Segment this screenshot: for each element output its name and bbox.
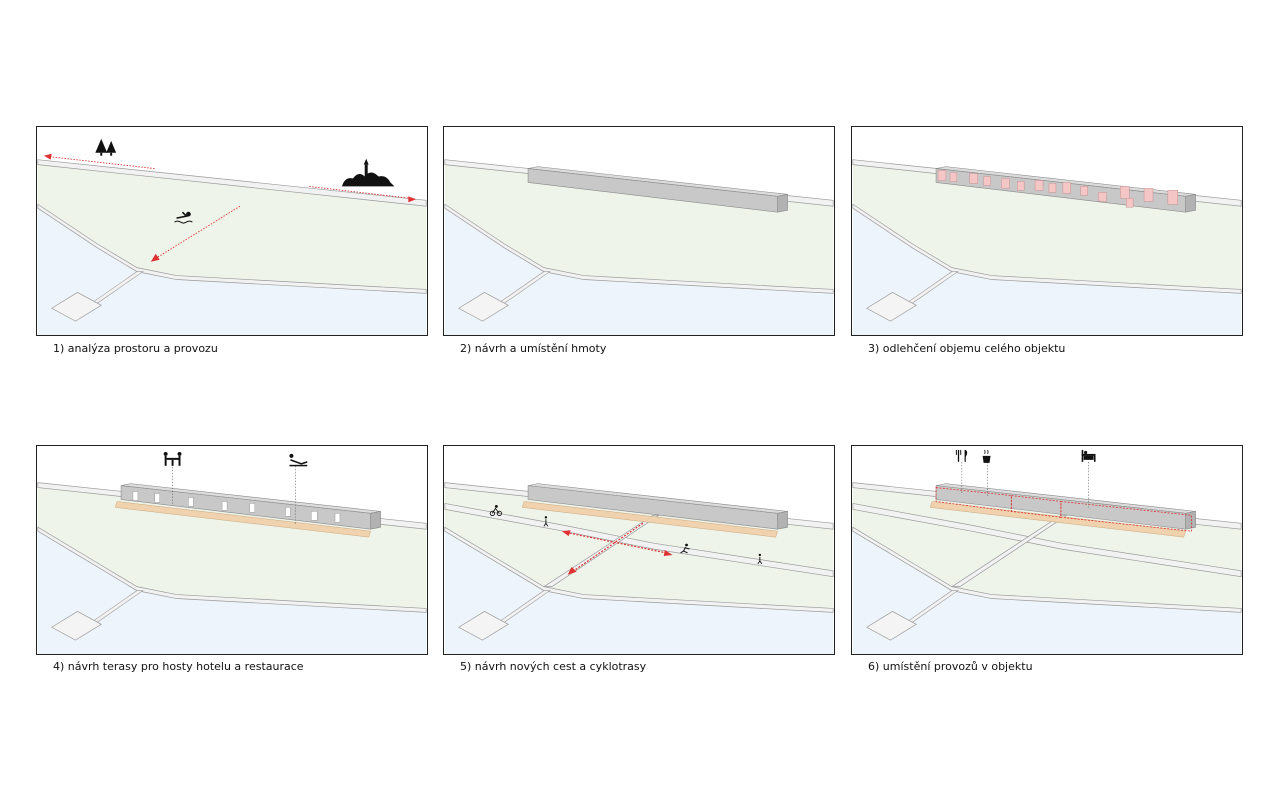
caption-6: 6) umístění provozů v objektu <box>868 660 1033 673</box>
land-area <box>852 487 1242 609</box>
panel-3-volume <box>851 126 1243 336</box>
function-zones <box>935 487 1193 532</box>
panel-6-functions <box>851 445 1243 655</box>
shore-path <box>852 526 1242 613</box>
shore-path <box>444 203 834 294</box>
terrace <box>929 501 1186 538</box>
new-crossing-path <box>950 514 1068 587</box>
caption-5: 5) návrh nových cest a cyklotrasy <box>460 660 647 673</box>
pier-platform <box>458 292 509 322</box>
building-mass <box>935 166 1196 213</box>
land-area <box>444 487 834 609</box>
walker-icon <box>757 553 763 565</box>
building-mass <box>527 483 788 530</box>
caption-3: 3) odlehčení objemu celého objektu <box>868 342 1066 355</box>
swimmer-icon <box>174 211 193 224</box>
shore-path <box>444 526 834 613</box>
pier-platform <box>458 611 509 641</box>
diagram-3 <box>852 127 1242 335</box>
panel-4-terrace <box>36 445 428 655</box>
dining-icon <box>163 451 182 466</box>
arrow-head <box>567 566 577 575</box>
removed-volumes <box>937 170 1178 208</box>
arrow-head <box>663 550 673 556</box>
water-area <box>444 531 834 654</box>
land-area <box>37 487 427 609</box>
arrow-head <box>43 153 52 160</box>
panel-1-analysis <box>36 126 428 336</box>
cycle-path <box>852 503 1242 578</box>
water-area <box>444 208 834 335</box>
water-area <box>37 208 427 335</box>
shore-path <box>37 526 427 613</box>
cafe-icon <box>982 449 991 463</box>
pier-platform <box>866 611 917 641</box>
caption-1: 1) analýza prostoru a provozu <box>53 342 218 355</box>
panel-2-massing <box>443 126 835 336</box>
trees-icon <box>95 138 117 156</box>
diagram-5 <box>444 446 834 654</box>
restaurant-icon <box>955 449 968 462</box>
arrow-head <box>561 530 571 537</box>
pier-platform <box>51 292 102 322</box>
terrace <box>114 501 371 538</box>
arrow-head <box>408 196 417 203</box>
diagram-2 <box>444 127 834 335</box>
building-mass <box>120 483 381 530</box>
shore-path <box>852 203 1242 294</box>
sunbed-icon <box>289 453 308 467</box>
caption-4: 4) návrh terasy pro hosty hotelu a resta… <box>53 660 304 673</box>
water-area <box>37 531 427 654</box>
arrow-head <box>150 253 160 262</box>
arrow-east-west <box>569 532 667 554</box>
pier-platform <box>51 611 102 641</box>
runner-icon <box>680 543 690 554</box>
road <box>37 159 427 207</box>
diagram-4 <box>37 446 427 654</box>
walker-icon <box>543 516 549 527</box>
diagram-6 <box>852 446 1242 654</box>
bed-icon <box>1081 449 1096 462</box>
shore-path <box>37 203 427 294</box>
town-icon <box>341 158 395 187</box>
cycle-path <box>444 503 834 578</box>
diagram-1 <box>37 127 427 335</box>
arrow-north-south <box>573 522 644 572</box>
caption-2: 2) návrh a umístění hmoty <box>460 342 607 355</box>
panel-5-paths <box>443 445 835 655</box>
terrace <box>521 501 778 538</box>
building-mass <box>527 166 788 213</box>
arrow-to-water <box>156 205 241 259</box>
water-area <box>852 531 1242 654</box>
water-area <box>852 208 1242 335</box>
cyclist-icon <box>489 504 502 516</box>
arrow-to-town <box>309 185 411 199</box>
pier-platform <box>866 292 917 322</box>
